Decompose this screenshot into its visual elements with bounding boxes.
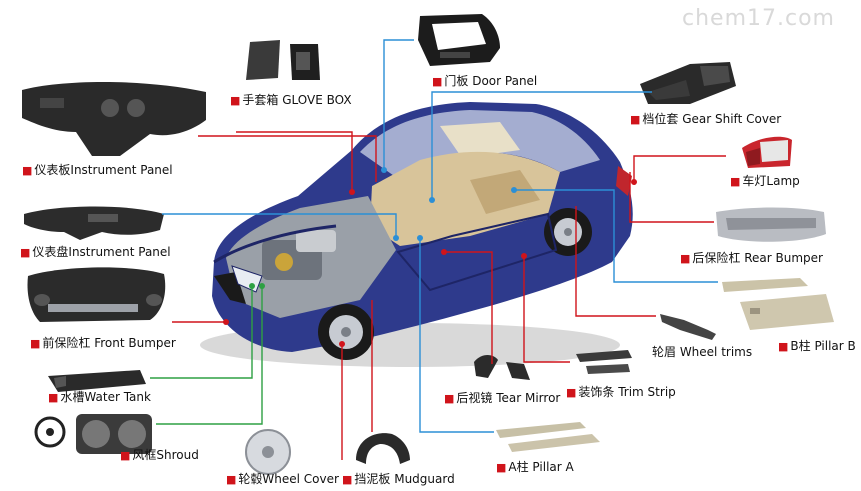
- trim-strip-image: [576, 350, 632, 374]
- line-b-pillar: [514, 189, 718, 283]
- car-rear-hub: [564, 228, 572, 236]
- lamp-image: [742, 136, 792, 168]
- label-glove-box: ■手套箱 GLOVE BOX: [230, 93, 352, 107]
- label-rear-bumper: ■后保险杠 Rear Bumper: [680, 251, 823, 265]
- rear-bumper-image: [716, 207, 826, 242]
- instrument-panel-top-image: [22, 82, 206, 156]
- label-lamp: ■车灯Lamp: [730, 174, 800, 188]
- mudguard-image: [356, 433, 410, 464]
- label-wheel-cover: ■轮毂Wheel Cover: [226, 472, 339, 486]
- line-a-pillar: [419, 238, 494, 433]
- label-trim-strip: ■装饰条 Trim Strip: [566, 385, 676, 399]
- car-hood-edge: [213, 224, 337, 264]
- label-gear-shift-cover: ■档位套 Gear Shift Cover: [630, 112, 782, 126]
- line-lamp: [633, 155, 726, 182]
- label-mudguard: ■挡泥板 Mudguard: [342, 472, 455, 486]
- wheel-trims-image: [660, 314, 716, 340]
- car-tail-light: [616, 166, 632, 196]
- label-b-pillar: ■B柱 Pillar B: [778, 339, 856, 353]
- line-door-panel: [383, 39, 414, 170]
- watermark: chem17.com: [682, 6, 835, 31]
- line-water-tank: [150, 286, 253, 379]
- line-wheel-trims: [575, 206, 656, 317]
- line-tear-mirror: [444, 251, 493, 364]
- label-shroud: ■风框Shroud: [120, 448, 199, 462]
- glove-box-image: [246, 40, 320, 80]
- car-front-hub: [341, 327, 351, 337]
- car-seat: [470, 170, 540, 214]
- label-wheel-trims: 轮眉 Wheel trims: [652, 345, 753, 359]
- label-a-pillar: ■A柱 Pillar A: [496, 460, 574, 474]
- b-pillar-image: [722, 278, 834, 330]
- line-instrument-panel-mid: [162, 213, 397, 238]
- water-tank-image: [48, 370, 146, 392]
- line-shroud: [156, 286, 263, 425]
- gear-shift-cover-image: [640, 62, 736, 104]
- car-door-outline: [396, 212, 558, 292]
- wheel-cover-image: [245, 429, 291, 475]
- line-glove-box: [236, 131, 353, 192]
- line-instrument-panel-top: [198, 135, 377, 182]
- label-door-panel: ■门板 Door Panel: [432, 74, 538, 88]
- car-engine-part: [275, 253, 293, 271]
- shroud-image: [34, 414, 152, 454]
- car-sunroof: [440, 122, 520, 158]
- leader-endpoints: [223, 167, 637, 347]
- instrument-panel-mid-image: [24, 206, 164, 240]
- label-water-tank: ■水槽Water Tank: [48, 390, 151, 404]
- front-bumper-image: [27, 267, 166, 322]
- line-rear-bumper: [629, 172, 714, 223]
- line-trim-strip: [523, 256, 570, 363]
- label-instrument-panel-mid: ■仪表盘Instrument Panel: [20, 245, 171, 259]
- door-panel-image: [418, 14, 500, 66]
- car-illustration: [200, 102, 633, 367]
- car-engine-cover: [296, 230, 336, 252]
- label-tear-mirror: ■后视镜 Tear Mirror: [444, 391, 561, 405]
- line-gear-shift-cover: [431, 91, 652, 200]
- label-front-bumper: ■前保险杠 Front Bumper: [30, 336, 176, 350]
- leader-lines: [150, 39, 726, 460]
- a-pillar-image: [496, 422, 600, 452]
- label-instrument-panel-top: ■仪表板Instrument Panel: [22, 163, 173, 177]
